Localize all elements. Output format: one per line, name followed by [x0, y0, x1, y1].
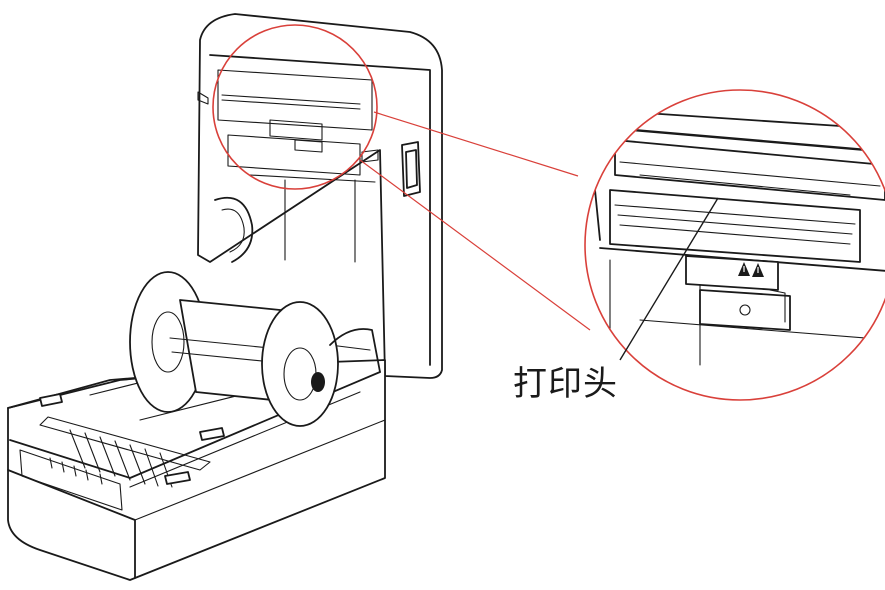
warning-triangle-icon	[752, 263, 764, 277]
media-roll-holder	[129, 271, 381, 427]
printhead-zoom-view	[585, 90, 885, 400]
callout-circle-zoom	[584, 89, 885, 401]
callout-circle-small	[212, 24, 378, 190]
warning-triangle-icon	[738, 262, 750, 276]
callout-line-bottom	[359, 159, 591, 331]
label-leader-line	[619, 197, 719, 361]
printhead-label: 打印头	[513, 364, 618, 404]
printer-lid	[197, 13, 443, 379]
warning-plate	[685, 255, 779, 291]
callout-line-top	[373, 111, 579, 177]
